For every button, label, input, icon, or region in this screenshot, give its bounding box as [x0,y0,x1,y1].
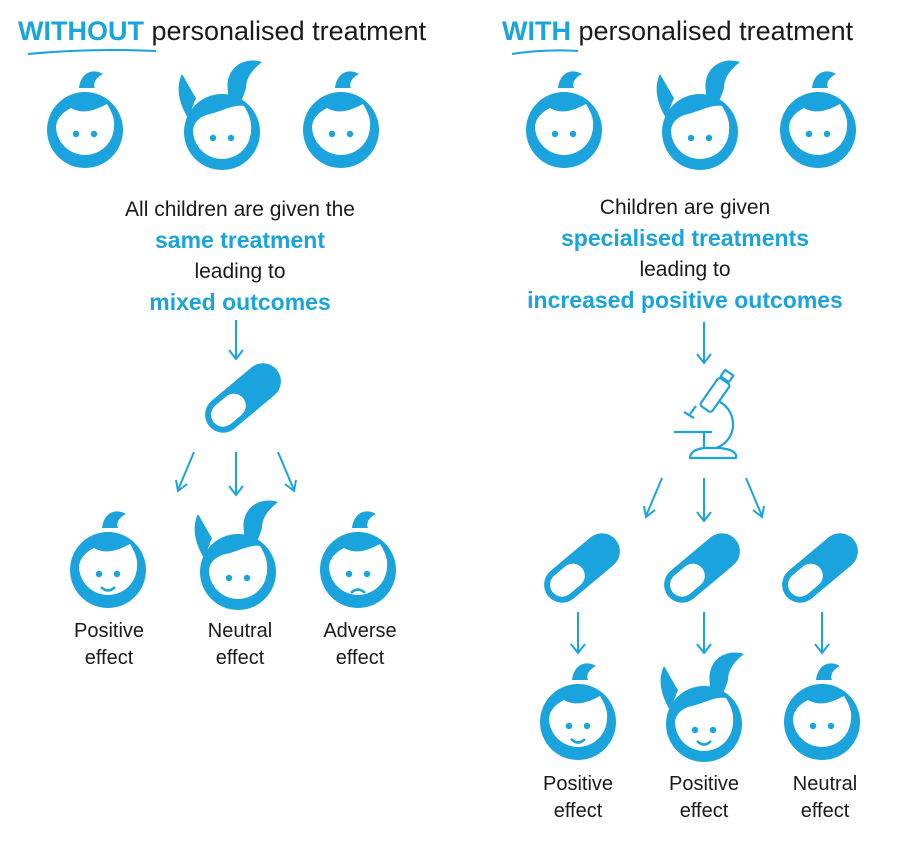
outcome-label-line1: Positive [542,773,614,795]
heading-without-emphasis: WITHOUT [18,16,144,46]
neutral-boy-face-icon [784,663,860,760]
outcome-label-line1: Positive [73,620,145,642]
heading-with-emphasis: WITH [502,16,571,46]
description-with-line1: Children are given [599,196,771,219]
outcome-label-line1: Neutral [207,620,273,642]
heading-without-rest: personalised treatment [143,16,427,46]
happy-boy-face-icon [70,511,146,608]
boy-face-icon [526,71,602,168]
outcome-label-without-1: Positive effect [49,618,169,672]
description-with-line2: specialised treatments [560,225,809,251]
arrow-icon [696,322,712,365]
branch-arrows-icon [175,451,297,497]
pill-icon [536,525,628,611]
sad-boy-face-icon [320,511,396,608]
outcome-label-line2: effect [553,800,603,822]
outcome-label-line2: effect [679,800,729,822]
microscope-icon [674,368,738,460]
pill-icon [656,525,748,611]
pill-icon [774,525,866,611]
heading-without: WITHOUT personalised treatment [18,16,426,47]
description-without-line4: mixed outcomes [149,289,331,315]
description-without-line3: leading to [194,260,286,283]
arrow-icon [570,612,830,655]
girl-face-icon [178,60,262,170]
heading-underline-with [511,49,579,55]
description-without: All children are given the same treatmen… [60,194,420,318]
outcome-label-with-3: Neutral effect [765,771,885,825]
outcome-label-line1: Adverse [323,620,397,642]
outcome-label-line2: effect [800,800,850,822]
pill-icon [197,355,289,441]
description-with-line3: leading to [639,258,731,281]
arrow-icon [228,320,244,361]
happy-boy-face-icon [540,663,616,760]
outcome-label-line2: effect [215,647,265,669]
boy-face-icon [47,71,123,168]
heading-underline-without [27,49,157,55]
heading-with-rest: personalised treatment [570,16,854,46]
outcome-label-line2: effect [84,647,134,669]
outcome-label-line1: Positive [668,773,740,795]
description-with: Children are given specialised treatment… [480,192,890,316]
girl-face-icon [656,60,740,170]
description-without-line1: All children are given the [125,198,355,221]
branch-arrows-icon [643,477,765,523]
outcome-label-line1: Neutral [792,773,858,795]
heading-with: WITH personalised treatment [502,16,853,47]
boy-face-icon [303,71,379,168]
description-without-line2: same treatment [154,227,326,253]
boy-face-icon [780,71,856,168]
outcome-label-with-2: Positive effect [644,771,764,825]
description-with-line4: increased positive outcomes [527,287,843,313]
outcome-label-without-3: Adverse effect [300,618,420,672]
neutral-girl-face-icon [194,500,278,610]
outcome-label-without-2: Neutral effect [180,618,300,672]
happy-girl-face-icon [660,652,744,762]
outcome-label-line2: effect [335,647,385,669]
outcome-label-with-1: Positive effect [518,771,638,825]
